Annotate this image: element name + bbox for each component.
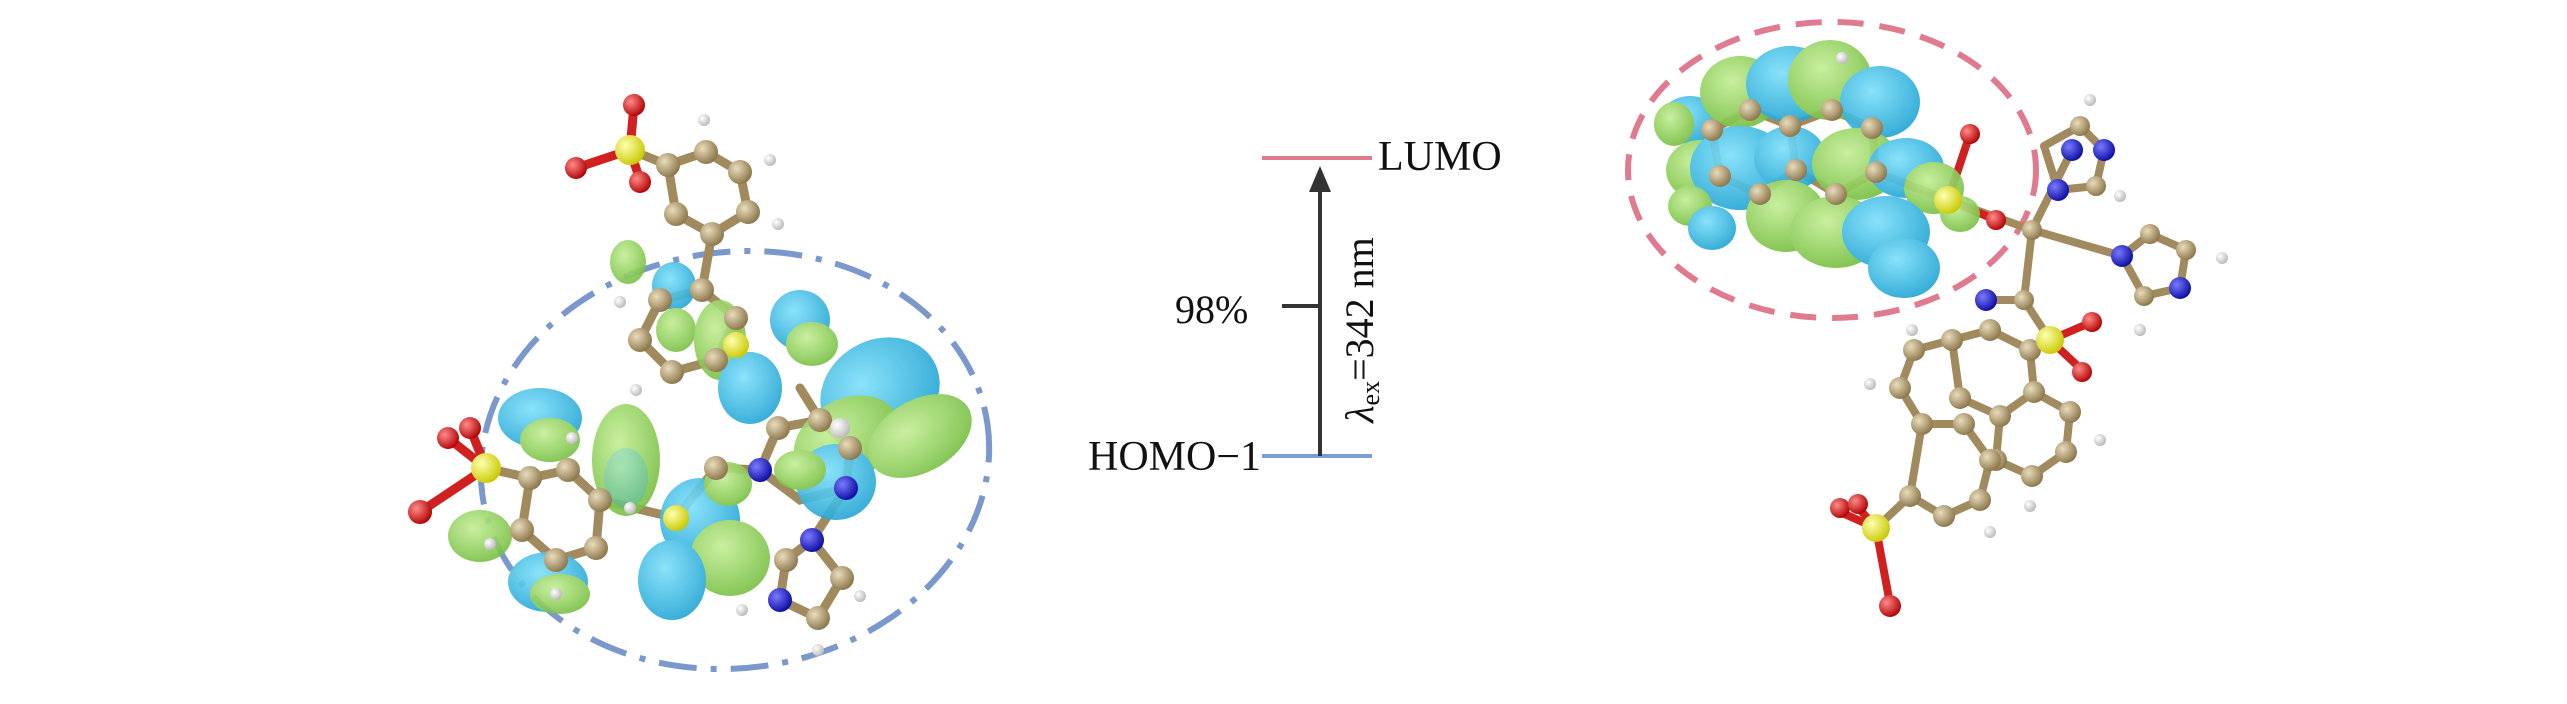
lambda-subscript: ex — [1356, 380, 1385, 406]
lumo-atoms — [1701, 52, 2228, 617]
homo-1-orbital-structure-icon — [408, 94, 993, 673]
lumo-orbital-lobes — [1654, 40, 1980, 298]
transition-percent-label: 98% — [1175, 287, 1249, 332]
homo-1-label: HOMO−1 — [1088, 434, 1262, 480]
energy-level-diagram — [1262, 156, 1372, 458]
homo-orbital-lobes — [448, 240, 972, 620]
lumo-region-outline — [1625, 19, 2039, 321]
lambda-symbol: λ — [1337, 405, 1382, 423]
excitation-arrow-head — [1309, 166, 1331, 192]
lumo-label: LUMO — [1378, 134, 1502, 180]
lumo-orbital-structure-icon — [1625, 19, 2228, 617]
excitation-wavelength-label: λex=342 nm — [1337, 237, 1385, 423]
homo-atoms — [408, 94, 866, 656]
lambda-value: =342 nm — [1337, 237, 1382, 381]
